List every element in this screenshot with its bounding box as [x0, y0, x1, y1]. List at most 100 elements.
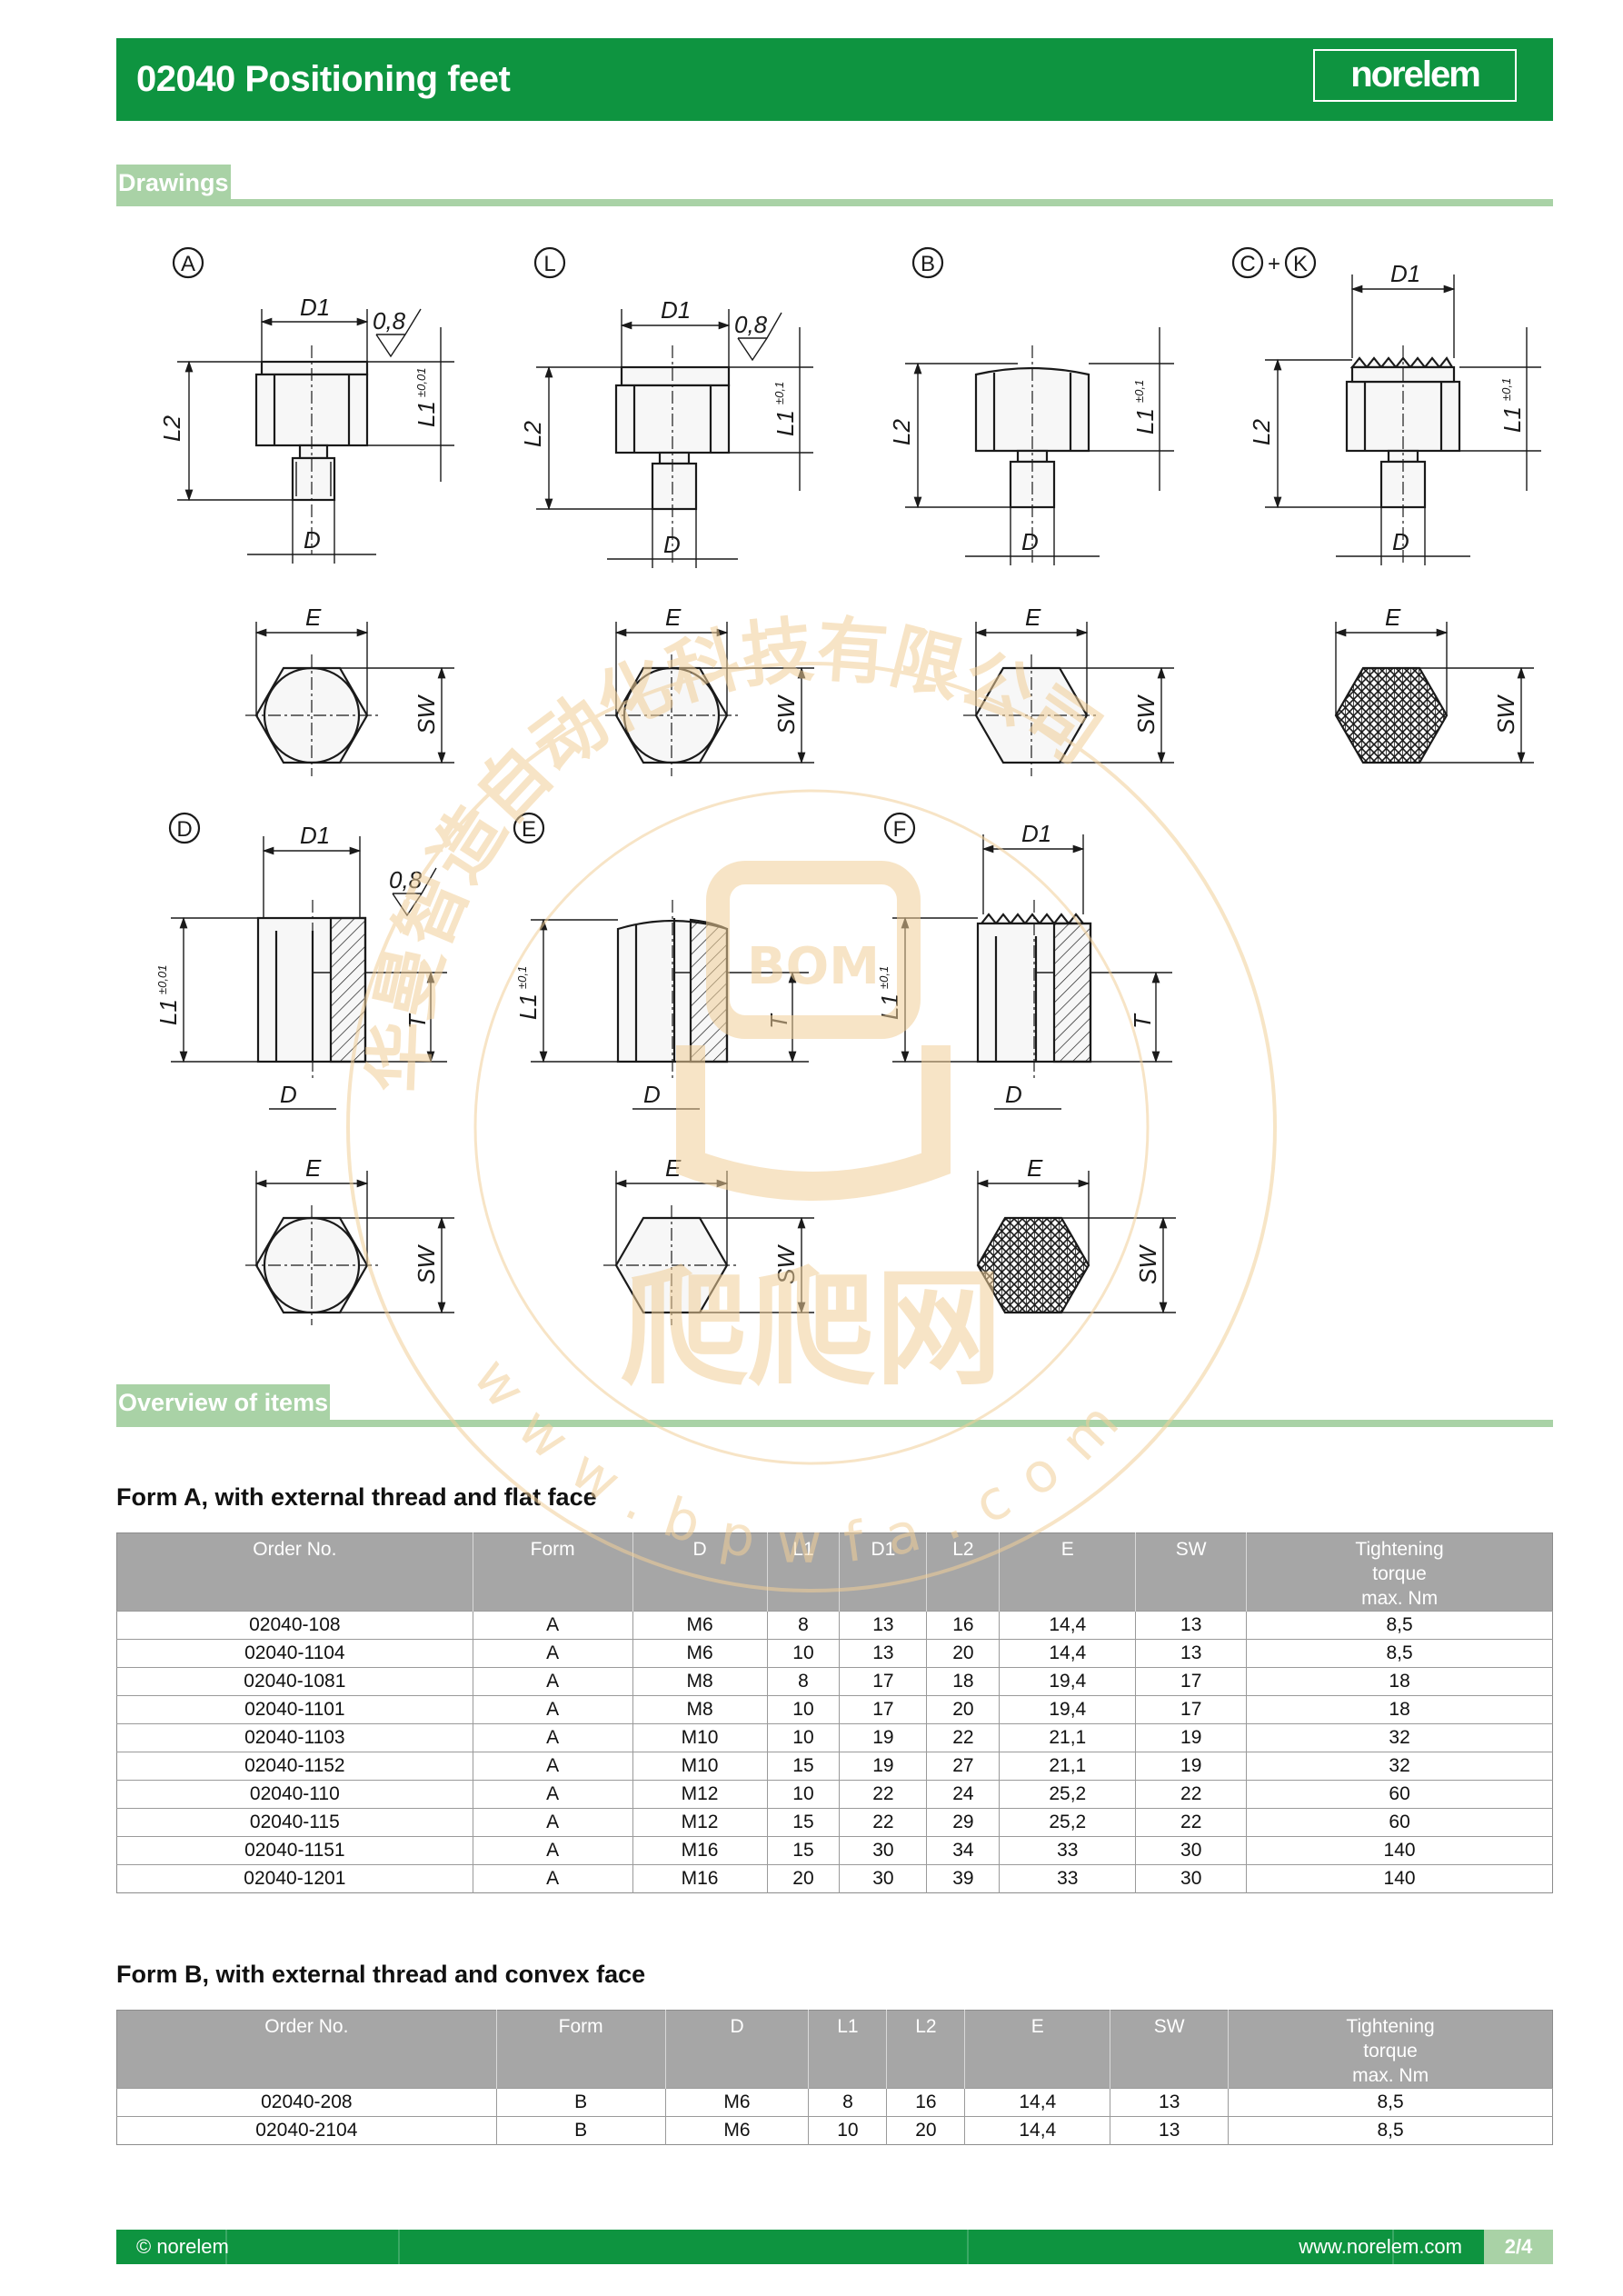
- col-header: E: [999, 1532, 1136, 1612]
- svg-text:L2: L2: [158, 415, 185, 442]
- form-label-e: E: [522, 817, 536, 842]
- svg-text:L1: L1: [413, 401, 440, 427]
- svg-text:D: D: [280, 1081, 297, 1108]
- table-cell: 15: [766, 1752, 840, 1781]
- table-cell: A: [472, 1836, 633, 1865]
- table-a-title: Form A, with external thread and flat fa…: [116, 1483, 597, 1511]
- form-ck-top-view: E SW: [1334, 604, 1534, 764]
- table-form-a: Order No. Form D L1 D1 L2 E SW Tightenin…: [116, 1532, 1553, 1893]
- svg-text:D: D: [1392, 528, 1409, 555]
- form-a-side-view: A D1 0,8 L2 L1 ±0,01 D: [158, 246, 454, 564]
- svg-text:E: E: [665, 604, 682, 631]
- svg-text:±0,01: ±0,01: [155, 965, 169, 994]
- table-cell: 17: [1135, 1667, 1247, 1696]
- table-cell: 33: [999, 1836, 1136, 1865]
- col-header: L2: [886, 2010, 965, 2089]
- table-cell: 02040-1201: [116, 1864, 473, 1893]
- table-cell: 10: [766, 1780, 840, 1809]
- svg-text:T: T: [765, 1013, 792, 1029]
- col-header: E: [964, 2010, 1110, 2089]
- table-cell: 24: [926, 1780, 1000, 1809]
- table-cell: A: [472, 1864, 633, 1893]
- table-cell: 16: [886, 2088, 965, 2117]
- form-d-side-view: D D1 0,8 L1 ±0,01 T D: [154, 812, 447, 1110]
- table-cell: 02040-115: [116, 1808, 473, 1837]
- page-header: 02040 Positioning feet norelem: [116, 38, 1553, 121]
- col-header: Order No.: [116, 1532, 473, 1612]
- form-label-f: F: [893, 817, 907, 842]
- form-d-top-view: E SW: [245, 1154, 454, 1325]
- table-cell: 14,4: [964, 2088, 1110, 2117]
- table-cell: 02040-208: [116, 2088, 497, 2117]
- form-f-top-view: E SW: [976, 1154, 1176, 1314]
- table-cell: 17: [839, 1695, 927, 1724]
- table-form-b: Order No. Form D L1 L2 E SW Tightening t…: [116, 2010, 1553, 2145]
- table-cell: 13: [1110, 2088, 1229, 2117]
- table-cell: 34: [926, 1836, 1000, 1865]
- footer-website-link[interactable]: www.norelem.com: [1299, 2235, 1462, 2258]
- table-cell: A: [472, 1808, 633, 1837]
- table-cell: 14,4: [964, 2116, 1110, 2145]
- table-cell: 13: [839, 1639, 927, 1668]
- svg-text:L2: L2: [1248, 419, 1275, 445]
- table-cell: 19: [839, 1752, 927, 1781]
- svg-text:L1: L1: [1499, 406, 1526, 433]
- form-label-l: L: [543, 252, 555, 276]
- table-cell: 39: [926, 1864, 1000, 1893]
- table-cell: 02040-1152: [116, 1752, 473, 1781]
- table-cell: 16: [926, 1611, 1000, 1640]
- svg-text:L1: L1: [514, 993, 542, 1020]
- table-cell: 25,2: [999, 1780, 1136, 1809]
- table-cell: 02040-1081: [116, 1667, 473, 1696]
- svg-text:±0,1: ±0,1: [1132, 380, 1146, 403]
- page-number: 2/4: [1484, 2230, 1553, 2264]
- table-cell: 18: [926, 1667, 1000, 1696]
- table-cell: 22: [926, 1723, 1000, 1752]
- table-cell: 25,2: [999, 1808, 1136, 1837]
- svg-text:D: D: [663, 531, 681, 558]
- table-cell: 8,5: [1228, 2088, 1553, 2117]
- svg-text:±0,1: ±0,1: [515, 966, 529, 989]
- section-label-drawings: Drawings: [116, 165, 231, 201]
- table-cell: 13: [1135, 1639, 1247, 1668]
- section-divider-drawings: [116, 199, 1553, 206]
- table-cell: B: [495, 2116, 666, 2145]
- svg-text:D: D: [1005, 1081, 1022, 1108]
- table-cell: M12: [632, 1808, 767, 1837]
- svg-text:C: C: [1240, 252, 1255, 276]
- table-cell: 29: [926, 1808, 1000, 1837]
- table-cell: 10: [808, 2116, 887, 2145]
- col-header: L2: [926, 1532, 1000, 1612]
- svg-text:E: E: [665, 1154, 682, 1182]
- table-cell: 13: [1110, 2116, 1229, 2145]
- table-cell: 30: [1135, 1864, 1247, 1893]
- svg-text:±0,1: ±0,1: [1499, 378, 1513, 401]
- table-cell: M10: [632, 1723, 767, 1752]
- svg-text:L1: L1: [154, 999, 182, 1025]
- svg-text:0,8: 0,8: [373, 307, 406, 334]
- table-cell: 10: [766, 1695, 840, 1724]
- col-header: L1: [766, 1532, 840, 1612]
- form-f-side-view: F D1 L1 ±0,1 T D: [876, 812, 1172, 1110]
- technical-drawings: A D1 0,8 L2 L1 ±0,01 D L: [154, 246, 1541, 1325]
- form-ck-side-view: C + K D1 L2 L1 ±0,1 D: [1231, 246, 1541, 565]
- svg-text:L2: L2: [519, 421, 546, 447]
- svg-text:SW: SW: [772, 1244, 800, 1284]
- table-cell: 21,1: [999, 1752, 1136, 1781]
- table-cell: 8: [808, 2088, 887, 2117]
- table-cell: 30: [1135, 1836, 1247, 1865]
- svg-text:±0,1: ±0,1: [877, 966, 891, 989]
- dim-d1: D1: [300, 294, 330, 321]
- svg-text:±0,01: ±0,01: [414, 368, 428, 397]
- section-divider-overview: [116, 1420, 1553, 1427]
- table-cell: M8: [632, 1695, 767, 1724]
- svg-text:T: T: [1129, 1013, 1156, 1029]
